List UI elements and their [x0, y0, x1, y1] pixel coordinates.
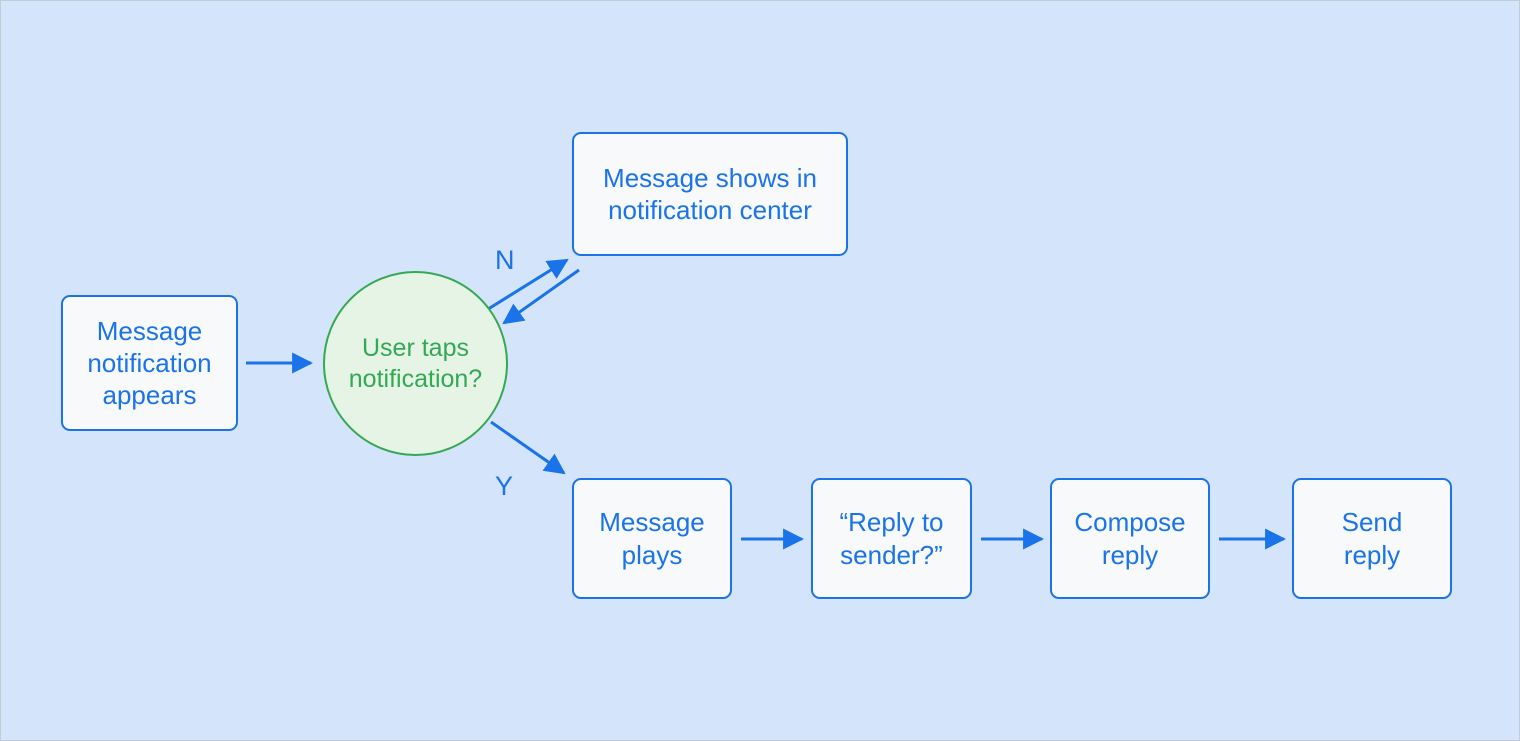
node-label: User taps notification?: [348, 333, 483, 393]
node-send-reply[interactable]: Send reply: [1292, 478, 1452, 599]
node-label: Message plays: [599, 507, 705, 570]
node-compose-reply[interactable]: Compose reply: [1050, 478, 1210, 599]
node-label: Compose reply: [1074, 507, 1186, 570]
node-label: Send reply: [1341, 507, 1403, 570]
node-message-shows-in-notification-center[interactable]: Message shows in notification center: [572, 132, 848, 256]
node-reply-to-sender[interactable]: “Reply to sender?”: [811, 478, 972, 599]
edge-notification-center-to-decision: [502, 268, 580, 325]
node-label: “Reply to sender?”: [839, 507, 944, 570]
node-message-notification-appears[interactable]: Message notification appears: [61, 295, 238, 431]
edge-label-yes: Y: [495, 471, 514, 501]
node-label: Message shows in notification center: [603, 162, 817, 225]
edge-decision-to-message-plays: [490, 420, 566, 475]
node-message-plays[interactable]: Message plays: [572, 478, 732, 599]
node-user-taps-notification[interactable]: User taps notification?: [323, 271, 508, 456]
edge-label-no: N: [495, 245, 515, 275]
node-label: Message notification appears: [87, 315, 212, 411]
